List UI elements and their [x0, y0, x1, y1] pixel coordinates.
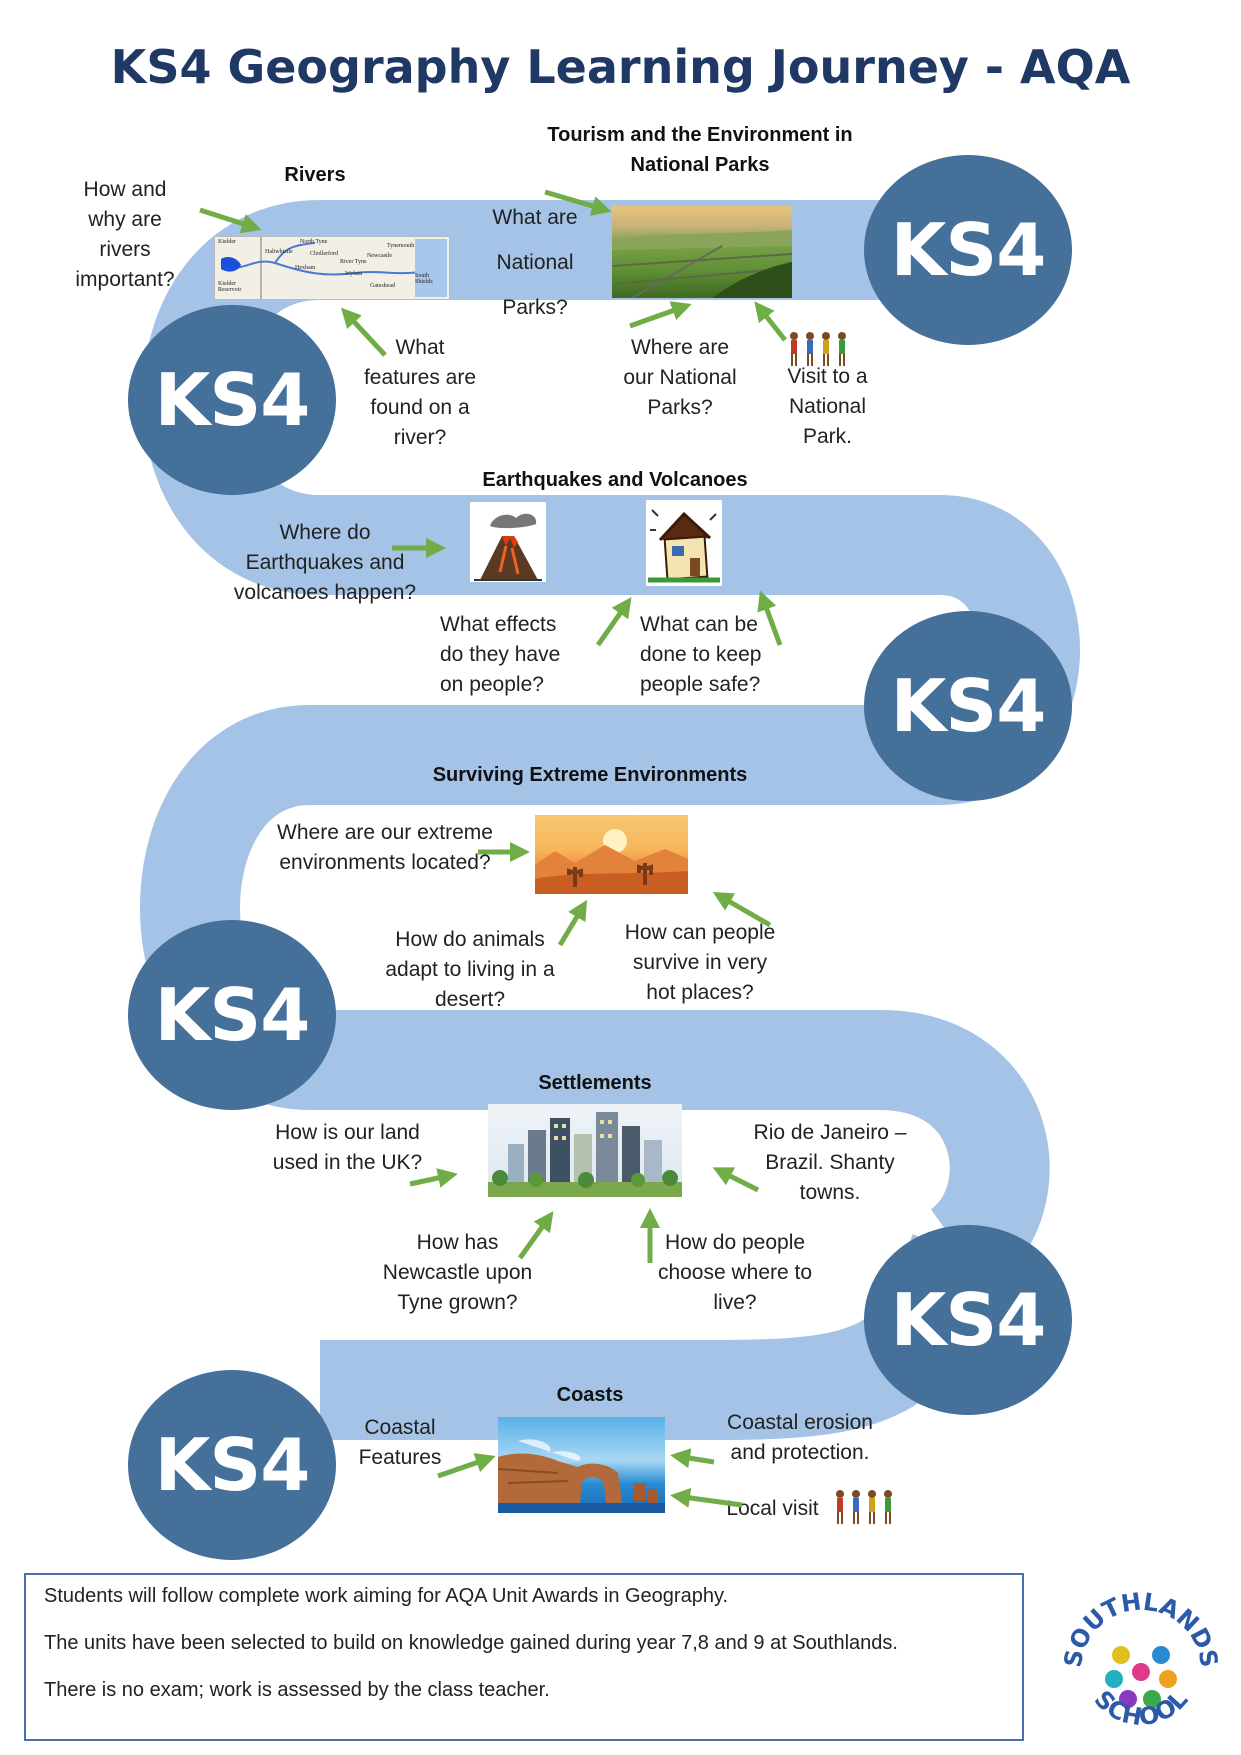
ks4-circle-6: KS4 — [128, 1370, 336, 1560]
map-label: Wylam — [345, 271, 363, 277]
logo-top-text: SOUTHLANDS — [1059, 1587, 1224, 1669]
svg-text:SOUTHLANDS: SOUTHLANDS — [1059, 1587, 1224, 1669]
national-park-landscape-image — [612, 206, 792, 298]
map-label: Kielder Reservoir — [218, 281, 242, 293]
page-title: KS4 Geography Learning Journey - AQA — [110, 40, 1131, 94]
arrow — [544, 189, 612, 216]
info-box: Students will follow complete work aimin… — [24, 1573, 1024, 1741]
map-label: Hexham — [295, 265, 316, 271]
ks4-circle-1: KS4 — [864, 155, 1072, 345]
arrow — [199, 207, 262, 234]
coasts-heading: Coasts — [556, 1384, 624, 1406]
desert-landscape-image — [535, 815, 688, 894]
arrow — [757, 590, 783, 646]
map-label: Newcastle — [367, 253, 392, 259]
coastal-arch-image — [498, 1417, 665, 1513]
ks4-circle-5: KS4 — [864, 1225, 1072, 1415]
rivers-heading: Rivers — [284, 164, 346, 186]
settlements-heading: Settlements — [538, 1072, 652, 1094]
map-label: Kielder — [218, 239, 236, 245]
earthquakes-heading: Earthquakes and Volcanoes — [482, 469, 748, 491]
map-label: River Tyne — [340, 259, 367, 265]
map-label: Chollerford — [310, 251, 338, 257]
map-label: South Shields — [415, 273, 433, 285]
arrow — [712, 892, 772, 928]
arrow — [670, 1487, 743, 1508]
map-label: Haltwhistle — [265, 249, 293, 255]
arrow — [517, 1211, 554, 1260]
info-line: There is no exam; work is assessed by th… — [44, 1679, 550, 1701]
ks4-circle-4: KS4 — [128, 920, 336, 1110]
arrow — [712, 1167, 760, 1193]
map-label: Tynemouth — [387, 243, 415, 249]
arrow — [409, 1168, 458, 1188]
info-line: The units have been selected to build on… — [44, 1632, 898, 1654]
ks4-circle-3: KS4 — [864, 611, 1072, 801]
arrow — [629, 301, 692, 329]
southlands-logo: SOUTHLANDS SCHOOL — [1059, 1587, 1224, 1731]
svg-text:SCHOOL: SCHOOL — [1089, 1685, 1194, 1731]
arrow — [557, 899, 588, 947]
city-skyline-image — [488, 1104, 682, 1197]
arrow — [437, 1453, 496, 1479]
map-label: Gateshead — [370, 283, 395, 289]
arrow — [595, 597, 632, 647]
arrow — [340, 307, 387, 357]
arrow — [754, 301, 787, 342]
coasts-local-visit: Local visit — [726, 1497, 819, 1520]
map-label: North Tyne — [300, 239, 328, 245]
volcano-icon — [470, 502, 546, 582]
extreme-environments-heading: Surviving Extreme Environments — [432, 764, 748, 786]
river-tyne-map: Kielder Kielder Reservoir North Tyne Hal… — [214, 236, 450, 300]
arrow — [670, 1448, 715, 1469]
earthquake-house-icon — [646, 500, 722, 586]
hikers-icon — [790, 332, 846, 366]
hikers-icon-2 — [836, 1490, 892, 1524]
info-line: Students will follow complete work aimin… — [44, 1585, 729, 1607]
logo-bottom-text: SCHOOL — [1089, 1685, 1194, 1731]
ks4-circle-2: KS4 — [128, 305, 336, 495]
